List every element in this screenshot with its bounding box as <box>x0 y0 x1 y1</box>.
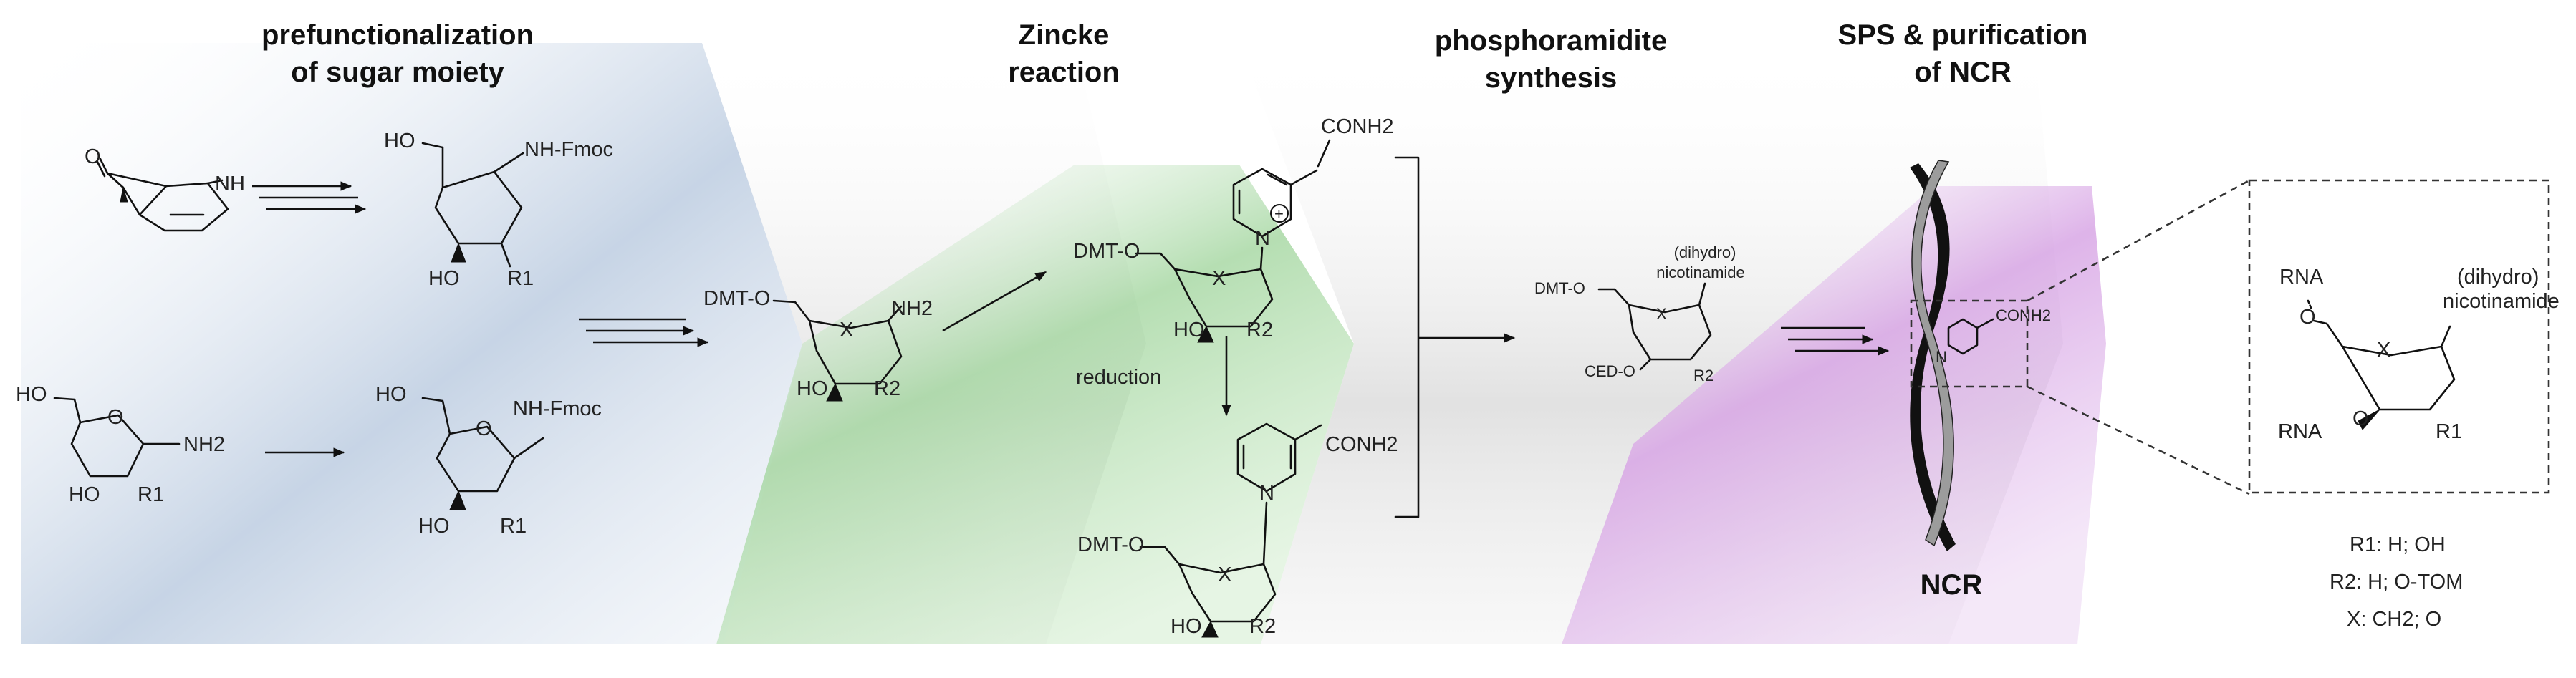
svg-text:O: O <box>2352 407 2369 430</box>
svg-text:N: N <box>1259 482 1274 505</box>
svg-text:NH-Fmoc: NH-Fmoc <box>513 397 602 420</box>
heading-reaction: reaction <box>1008 57 1120 88</box>
svg-text:O: O <box>2299 306 2316 329</box>
heading-of-ncr: of NCR <box>1914 57 2012 88</box>
svg-text:R2: R2 <box>1693 367 1714 384</box>
svg-text:R2: R2 <box>874 377 900 400</box>
label-reduction: reduction <box>1076 366 1161 389</box>
svg-text:N: N <box>1255 227 1270 250</box>
zoom-box-small <box>1910 299 2029 388</box>
svg-text:DMT-O: DMT-O <box>703 287 770 310</box>
svg-text:X: X <box>1218 563 1231 586</box>
svg-text:HO: HO <box>797 377 828 400</box>
svg-text:DMT-O: DMT-O <box>1077 533 1144 556</box>
heading-sps-purification: SPS & purification <box>1838 19 2088 51</box>
molecule-ribosylamine: O HO NH2 HO R1 <box>16 383 225 506</box>
molecule-dmt-amine: X DMT-O NH2 HO R2 <box>703 287 933 402</box>
svg-text:DMT-O: DMT-O <box>1534 279 1585 297</box>
svg-text:NH-Fmoc: NH-Fmoc <box>524 138 613 161</box>
svg-text:NH2: NH2 <box>183 433 225 456</box>
zoom-box-large <box>2248 179 2550 494</box>
svg-text:CED-O: CED-O <box>1585 362 1635 380</box>
ncr-helix <box>1910 160 1956 551</box>
svg-text:X: X <box>2377 339 2390 362</box>
svg-text:RNA: RNA <box>2278 420 2322 443</box>
svg-text:HO: HO <box>16 383 47 406</box>
label-ncr: NCR <box>1921 569 1983 601</box>
molecule-dihydropyridine: N CONH2 X DMT-O HO R2 <box>1077 422 1398 638</box>
legend-x: X: CH2; O <box>2347 608 2441 631</box>
band-green <box>716 165 1354 644</box>
svg-text:NH: NH <box>215 173 245 195</box>
svg-text:(dihydro): (dihydro) <box>1674 243 1736 261</box>
svg-text:R1: R1 <box>138 483 164 506</box>
svg-text:HO: HO <box>384 130 415 152</box>
svg-text:X: X <box>1656 305 1667 323</box>
svg-text:DMT-O: DMT-O <box>1073 240 1140 263</box>
svg-text:O: O <box>85 145 101 168</box>
svg-text:HO: HO <box>1171 615 1202 638</box>
heading-zincke: Zincke <box>1019 19 1110 51</box>
heading-synthesis: synthesis <box>1485 62 1618 94</box>
svg-text:X: X <box>1212 267 1226 290</box>
svg-text:R1: R1 <box>2436 420 2462 443</box>
molecule-pyridinium: N + CONH2 X DMT-O HO R2 <box>1073 115 1394 343</box>
svg-text:R1: R1 <box>500 515 527 538</box>
svg-text:HO: HO <box>1173 319 1205 342</box>
svg-text:nicotinamide: nicotinamide <box>2443 290 2560 313</box>
molecule-ribose-fmoc: O HO NH-Fmoc HO R1 <box>375 383 602 538</box>
legend-r1: R1: H; OH <box>2350 533 2446 556</box>
svg-text:RNA: RNA <box>2279 266 2324 289</box>
arrow-zincke <box>942 271 1047 332</box>
svg-text:R2: R2 <box>1249 615 1276 638</box>
svg-text:CONH2: CONH2 <box>1325 433 1398 456</box>
svg-text:nicotinamide: nicotinamide <box>1656 263 1745 281</box>
heading-phosphoramidite: phosphoramidite <box>1435 25 1667 57</box>
mini-nicotinamide: N CONH2 <box>1936 306 2051 366</box>
svg-text:O: O <box>107 406 124 429</box>
svg-text:+: + <box>1274 205 1284 223</box>
band-purple <box>1562 186 2106 644</box>
svg-text:X: X <box>840 319 853 342</box>
heading-sugar-moiety: of sugar moiety <box>291 57 505 88</box>
molecule-carbocycle-fmoc: HO NH-Fmoc HO R1 <box>384 130 613 290</box>
legend-r2: R2: H; O-TOM <box>2330 571 2463 594</box>
svg-text:CONH2: CONH2 <box>1996 306 2051 324</box>
svg-text:N: N <box>1936 348 1947 366</box>
svg-text:R1: R1 <box>507 267 534 290</box>
svg-text:O: O <box>476 417 492 440</box>
molecule-rna-nucleotide: X O RNA (dihydro) nicotinamide O RNA R1 <box>2278 266 2560 443</box>
svg-text:CONH2: CONH2 <box>1321 115 1394 138</box>
svg-text:HO: HO <box>418 515 450 538</box>
molecule-vince-lactam: O NH <box>85 145 245 232</box>
molecule-phosphoramidite: X DMT-O CED-O R2 (dihydro) nicotinamide <box>1534 243 1745 384</box>
heading-prefunctionalization: prefunctionalization <box>261 19 534 51</box>
svg-text:HO: HO <box>375 383 407 406</box>
svg-text:HO: HO <box>428 267 460 290</box>
svg-text:HO: HO <box>69 483 100 506</box>
svg-text:R2: R2 <box>1246 319 1273 342</box>
svg-text:(dihydro): (dihydro) <box>2457 266 2539 289</box>
svg-text:NH2: NH2 <box>891 297 933 320</box>
